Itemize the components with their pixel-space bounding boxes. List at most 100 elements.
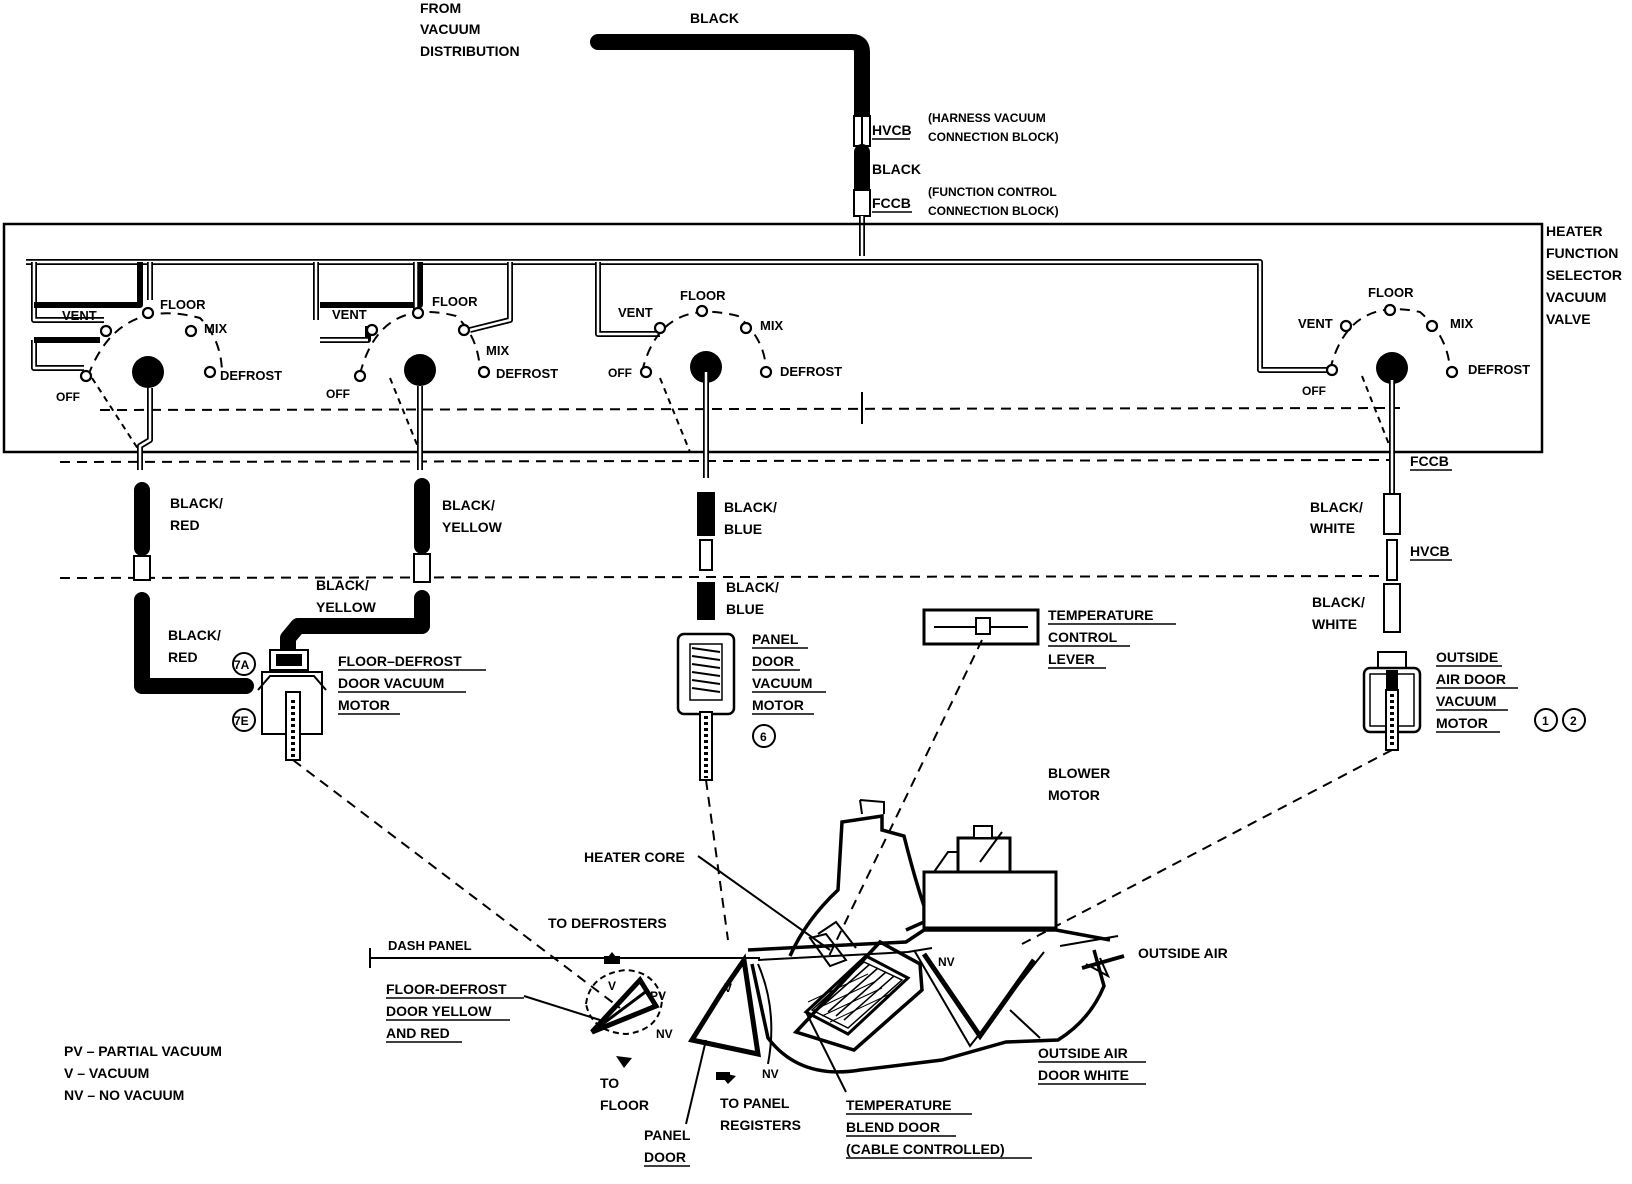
black-yellow-upper-1: BLACK/ — [442, 497, 495, 513]
pos-defrost-1: DEFROST — [220, 368, 282, 383]
pos-off-1: OFF — [56, 390, 80, 404]
supply-hose — [590, 34, 871, 256]
black-white-lower-2: WHITE — [1312, 616, 1357, 632]
linkage-lines — [292, 639, 1393, 1009]
temp-blend-label-1: TEMPERATURE — [846, 1097, 952, 1113]
fd-door-label-1: FLOOR-DEFROST — [386, 981, 507, 997]
black-blue-lower-1: BLACK/ — [726, 579, 779, 595]
temp-lever-label-3: LEVER — [1048, 651, 1095, 667]
panel-door-label-2: DOOR — [644, 1149, 686, 1165]
valve-title-2: FUNCTION — [1546, 245, 1618, 261]
pos-mix-2: MIX — [486, 343, 509, 358]
pos-off-4: OFF — [1302, 384, 1326, 398]
temp-blend-label-3: (CABLE CONTROLLED) — [846, 1141, 1005, 1157]
temp-lever-label-1: TEMPERATURE — [1048, 607, 1154, 623]
fccb-top-desc-1: (FUNCTION CONTROL — [928, 185, 1057, 199]
fccb-right-label: FCCB — [1410, 453, 1449, 469]
fd-motor-label-1: FLOOR–DEFROST — [338, 653, 462, 669]
pos-off-3: OFF — [608, 366, 632, 380]
hose-black-white — [1383, 380, 1401, 633]
to-floor-label-2: FLOOR — [600, 1097, 649, 1113]
hvcb-top-label: HVCB — [872, 122, 912, 138]
hose-black-red — [133, 388, 254, 694]
oa-motor-ref-b: 2 — [1570, 714, 1577, 728]
legend-pv: PV – PARTIAL VACUUM — [64, 1043, 222, 1059]
pd-motor-label-2: DOOR — [752, 653, 794, 669]
valve-title-3: SELECTOR — [1546, 267, 1622, 283]
pos-floor-1: FLOOR — [160, 297, 206, 312]
selector-dial-2 — [353, 306, 491, 453]
to-panel-label-2: REGISTERS — [720, 1117, 801, 1133]
pos-floor-4: FLOOR — [1368, 285, 1414, 300]
black-white-lower-1: BLACK/ — [1312, 594, 1365, 610]
black-yellow-upper-2: YELLOW — [442, 519, 503, 535]
hvcb-top-desc-2: CONNECTION BLOCK) — [928, 130, 1059, 144]
outside-door-label-2: DOOR WHITE — [1038, 1067, 1129, 1083]
fccb-top-label: FCCB — [872, 195, 911, 211]
to-floor-label-1: TO — [600, 1075, 619, 1091]
temp-blend-label-2: BLEND DOOR — [846, 1119, 940, 1135]
pos-mix-3: MIX — [760, 318, 783, 333]
oa-motor-label-2: AIR DOOR — [1436, 671, 1506, 687]
heater-housing — [369, 799, 1125, 1125]
pos-floor-2: FLOOR — [432, 294, 478, 309]
black-yellow-lower-2: YELLOW — [316, 599, 377, 615]
fd-door-label-2: DOOR YELLOW — [386, 1003, 492, 1019]
blower-label-1: BLOWER — [1048, 765, 1110, 781]
valve-title-1: HEATER — [1546, 223, 1603, 239]
nv-mark-outside: NV — [938, 955, 955, 969]
oa-motor-ref-a: 1 — [1542, 714, 1549, 728]
heater-core-label: HEATER CORE — [584, 849, 685, 865]
outside-door-label-1: OUTSIDE AIR — [1038, 1045, 1128, 1061]
hose-black-yellow — [280, 386, 431, 658]
selector-dial-3 — [639, 304, 773, 453]
pos-vent-4: VENT — [1298, 316, 1333, 331]
nv-mark-panel: NV — [762, 1067, 779, 1081]
to-panel-label-1: TO PANEL — [720, 1095, 790, 1111]
v-mark-floor: V — [608, 979, 616, 993]
black-red-upper-1: BLACK/ — [170, 495, 223, 511]
to-defrosters-label: TO DEFROSTERS — [548, 915, 667, 931]
oa-motor-label-3: VACUUM — [1436, 693, 1496, 709]
oa-motor-label-4: MOTOR — [1436, 715, 1488, 731]
mid-hose-color: BLACK — [872, 161, 921, 177]
black-blue-upper-2: BLUE — [724, 521, 762, 537]
from-vacuum-label-1: FROM — [420, 0, 461, 16]
fd-motor-ref-a: 7A — [234, 658, 250, 672]
pd-motor-ref: 6 — [760, 730, 767, 744]
fd-motor-label-3: MOTOR — [338, 697, 390, 713]
panel-door-label-1: PANEL — [644, 1127, 691, 1143]
hose-black-blue — [697, 372, 715, 620]
fccb-top-desc-2: CONNECTION BLOCK) — [928, 204, 1059, 218]
black-blue-lower-2: BLUE — [726, 601, 764, 617]
black-blue-upper-1: BLACK/ — [724, 499, 777, 515]
pos-floor-3: FLOOR — [680, 288, 726, 303]
outside-air-label: OUTSIDE AIR — [1138, 945, 1228, 961]
valve-title-4: VACUUM — [1546, 289, 1606, 305]
valve-title-5: VALVE — [1546, 311, 1591, 327]
pos-vent-1: VENT — [62, 308, 97, 323]
outside-air-door-vacuum-motor — [1362, 651, 1422, 751]
legend-nv: NV – NO VACUUM — [64, 1087, 184, 1103]
floor-defrost-vacuum-motor — [232, 649, 327, 761]
fd-motor-ref-b: 7E — [234, 714, 249, 728]
legend-v: V – VACUUM — [64, 1065, 149, 1081]
pv-mark: PV — [650, 989, 666, 1003]
hvcb-top-desc-1: (HARNESS VACUUM — [928, 111, 1046, 125]
oa-motor-label-1: OUTSIDE — [1436, 649, 1498, 665]
pos-defrost-2: DEFROST — [496, 366, 558, 381]
v-mark-panel: V — [724, 981, 732, 995]
pos-defrost-4: DEFROST — [1468, 362, 1530, 377]
blower-label-2: MOTOR — [1048, 787, 1100, 803]
temp-lever-label-2: CONTROL — [1048, 629, 1118, 645]
selector-dial-4 — [1325, 303, 1459, 453]
pd-motor-label-4: MOTOR — [752, 697, 804, 713]
selector-valve-housing — [2, 222, 1544, 454]
black-red-lower-2: RED — [168, 649, 198, 665]
nv-mark-floor: NV — [656, 1027, 673, 1041]
pos-mix-1: MIX — [204, 321, 227, 336]
black-yellow-lower-1: BLACK/ — [316, 577, 369, 593]
top-hose-color: BLACK — [690, 10, 739, 26]
black-white-upper-1: BLACK/ — [1310, 499, 1363, 515]
